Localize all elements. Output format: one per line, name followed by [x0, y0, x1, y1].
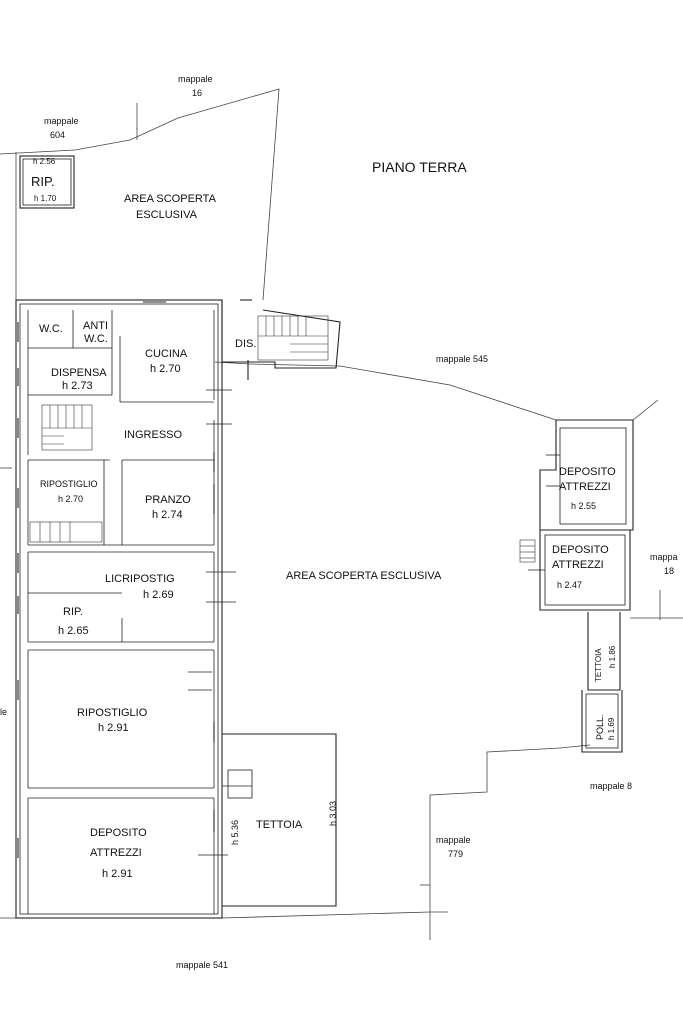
svg-text:ATTREZZI: ATTREZZI	[559, 481, 611, 493]
svg-text:mappale: mappale	[178, 74, 213, 84]
svg-text:DEPOSITO: DEPOSITO	[559, 466, 616, 478]
mappale-541: mappale 541	[176, 960, 228, 970]
property-boundaries	[0, 88, 683, 940]
mappale-left-fragment: le	[0, 707, 7, 717]
room-deposito-left: DEPOSITO ATTREZZI h 2.91	[90, 827, 147, 880]
svg-text:DEPOSITO: DEPOSITO	[90, 827, 147, 839]
svg-text:h 2.70: h 2.70	[150, 363, 181, 375]
room-tettoia-right: TETTOIA h 1.86	[594, 645, 617, 682]
svg-text:LICRIPOSTIG: LICRIPOSTIG	[105, 573, 175, 585]
mappale-16: mappale 16	[178, 74, 213, 98]
svg-text:mappale: mappale	[436, 835, 471, 845]
svg-text:ESCLUSIVA: ESCLUSIVA	[136, 209, 198, 221]
room-dis: DIS.	[235, 338, 256, 350]
svg-text:h 2.65: h 2.65	[58, 625, 89, 637]
svg-text:RIPOSTIGLIO: RIPOSTIGLIO	[40, 479, 98, 489]
svg-text:CUCINA: CUCINA	[145, 348, 188, 360]
svg-text:mappale: mappale	[44, 116, 79, 126]
mappale-18: mappa 18	[650, 552, 678, 576]
svg-text:mappa: mappa	[650, 552, 678, 562]
rip-top-structure	[19, 155, 75, 209]
svg-text:h 2.69: h 2.69	[143, 589, 174, 601]
room-dispensa: DISPENSA h 2.73	[51, 367, 107, 392]
svg-text:h 2.73: h 2.73	[62, 380, 93, 392]
room-deposito-right-1: DEPOSITO ATTREZZI h 2.55	[559, 466, 616, 511]
svg-text:h 2.55: h 2.55	[571, 501, 596, 511]
svg-text:ATTREZZI: ATTREZZI	[552, 559, 604, 571]
room-anti-wc: ANTI W.C.	[83, 320, 108, 345]
svg-text:18: 18	[664, 566, 674, 576]
room-pranzo: PRANZO h 2.74	[145, 494, 191, 521]
svg-text:RIP.: RIP.	[31, 174, 55, 189]
mappale-779: mappale 779	[436, 835, 471, 859]
room-rip-top: h 2.56 RIP. h 1.70	[31, 157, 57, 203]
main-building-walls	[15, 299, 236, 919]
svg-text:W.C.: W.C.	[84, 333, 108, 345]
svg-text:h 2.74: h 2.74	[152, 509, 183, 521]
page-title: PIANO TERRA	[372, 159, 467, 175]
svg-text:h 1.86: h 1.86	[608, 645, 617, 668]
svg-text:PRANZO: PRANZO	[145, 494, 191, 506]
room-poll: POLL. h 1.69	[595, 714, 616, 740]
room-ripostiglio-2: RIPOSTIGLIO h 2.91	[77, 707, 148, 734]
svg-text:TETTOIA: TETTOIA	[594, 648, 603, 682]
mappale-545: mappale 545	[436, 354, 488, 364]
room-deposito-right-2: DEPOSITO ATTREZZI h 2.47	[552, 544, 609, 590]
svg-text:ANTI: ANTI	[83, 320, 108, 332]
svg-text:h 2.70: h 2.70	[58, 494, 83, 504]
svg-text:h 1.70: h 1.70	[34, 194, 57, 203]
svg-text:h 1.69: h 1.69	[607, 717, 616, 740]
room-ingresso: INGRESSO	[124, 429, 183, 441]
svg-text:DEPOSITO: DEPOSITO	[552, 544, 609, 556]
svg-text:h 3.03: h 3.03	[328, 801, 338, 826]
svg-text:779: 779	[448, 849, 463, 859]
svg-text:RIPOSTIGLIO: RIPOSTIGLIO	[77, 707, 148, 719]
room-tettoia-left: TETTOIA h 5.36 h 3.03	[230, 801, 338, 845]
svg-text:h 5.36: h 5.36	[230, 820, 240, 845]
mappale-604: mappale 604	[44, 116, 79, 140]
interior-stairs	[29, 404, 103, 543]
svg-text:h 2.56: h 2.56	[33, 157, 56, 166]
room-ripostiglio-1: RIPOSTIGLIO h 2.70	[40, 479, 98, 504]
svg-text:POLL.: POLL.	[595, 714, 605, 740]
room-rip-2: RIP. h 2.65	[58, 606, 89, 637]
svg-text:h 2.47: h 2.47	[557, 580, 582, 590]
svg-text:604: 604	[50, 130, 65, 140]
svg-text:RIP.: RIP.	[63, 606, 83, 618]
room-licripostig: LICRIPOSTIG h 2.69	[105, 573, 175, 601]
svg-text:TETTOIA: TETTOIA	[256, 819, 303, 831]
svg-text:h 2.91: h 2.91	[98, 722, 129, 734]
tettoia-left-structure	[222, 733, 337, 907]
svg-text:AREA SCOPERTA: AREA SCOPERTA	[124, 193, 217, 205]
room-wc: W.C.	[39, 323, 63, 335]
area-scoperta-top: AREA SCOPERTA ESCLUSIVA	[124, 193, 217, 221]
svg-text:h 2.91: h 2.91	[102, 868, 133, 880]
right-buildings	[519, 419, 634, 753]
mappale-8: mappale 8	[590, 781, 632, 791]
dis-and-external-stair	[221, 299, 341, 380]
svg-text:DISPENSA: DISPENSA	[51, 367, 107, 379]
svg-text:ATTREZZI: ATTREZZI	[90, 847, 142, 859]
room-cucina: CUCINA h 2.70	[145, 348, 188, 375]
area-scoperta-main: AREA SCOPERTA ESCLUSIVA	[286, 570, 442, 582]
svg-text:16: 16	[192, 88, 202, 98]
